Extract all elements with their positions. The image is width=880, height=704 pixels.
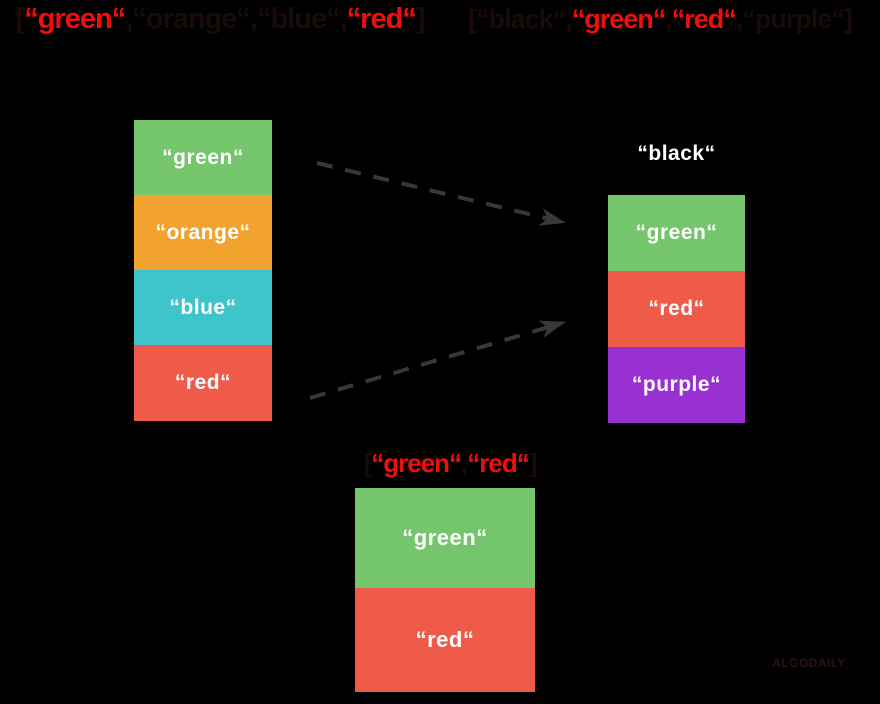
- expression-token: “orange“: [132, 2, 251, 35]
- source-array-b-expression: [“black“, “green“, “red“, “purple“]: [440, 0, 880, 38]
- expression-token: ]: [528, 447, 538, 478]
- cell-label: “red“: [415, 627, 475, 652]
- intersection-result-stack-item-red: “red“: [355, 588, 535, 692]
- cell-label: “purple“: [631, 373, 722, 396]
- expression-token: “green“: [371, 447, 462, 478]
- black-element-label: “black“: [637, 142, 716, 165]
- source-array-a-stack-item-green: “green“: [134, 120, 272, 195]
- expression-token: [: [15, 2, 26, 35]
- expression-token: ,: [339, 2, 348, 35]
- expression-token: ]: [843, 3, 853, 34]
- expression-token: “blue“: [256, 2, 341, 35]
- source-array-a-stack-item-orange: “orange“: [134, 195, 272, 270]
- intersection-result-expression: [“green“, “red“]: [280, 446, 620, 480]
- cell-label: “green“: [162, 145, 244, 169]
- expression-token: ,: [125, 2, 133, 35]
- intersection-result-stack: “green“ “red“: [355, 488, 535, 692]
- source-array-b-stack-item-purple: “purple“: [608, 347, 745, 423]
- expression-token: “black“: [476, 3, 566, 34]
- cell-label: “orange“: [155, 220, 251, 244]
- expression-token: ,: [249, 2, 258, 35]
- expression-token: “red“: [346, 2, 417, 35]
- expression-token: “red“: [671, 3, 737, 34]
- algodaily-watermark: ALGODAILY: [772, 656, 847, 670]
- cell-label: “green“: [635, 221, 718, 244]
- cell-label: “blue“: [169, 295, 237, 319]
- expression-token: “red“: [467, 447, 529, 478]
- expression-token: “purple“: [742, 3, 845, 34]
- expression-token: “green“: [571, 3, 667, 34]
- source-array-b-stack: “green“ “red“ “purple“: [608, 195, 745, 423]
- expression-token: ,: [665, 3, 672, 34]
- cell-label: “red“: [648, 297, 705, 320]
- arrow-red-match-icon: [309, 320, 566, 400]
- cell-label: “red“: [174, 371, 232, 394]
- source-array-b-stack-item-green: “green“: [608, 195, 745, 271]
- expression-token: “green“: [24, 2, 126, 35]
- source-array-a-stack-item-blue: “blue“: [134, 270, 272, 345]
- expression-token: [: [468, 3, 477, 34]
- expression-token: ,: [735, 3, 743, 34]
- expression-token: ]: [415, 2, 426, 35]
- source-array-b-stack-item-red: “red“: [608, 271, 745, 347]
- cell-label: “green“: [402, 525, 488, 550]
- expression-token: ,: [461, 447, 468, 478]
- expression-token: ,: [565, 3, 572, 34]
- intersection-result-stack-item-green: “green“: [355, 488, 535, 588]
- expression-token: [: [363, 447, 373, 478]
- source-array-a-stack-item-red: “red“: [134, 345, 272, 421]
- source-array-a-stack: “green“ “orange“ “blue“ “red“: [134, 120, 272, 421]
- source-array-a-expression: [“green“, “orange“, “blue“, “red“]: [0, 0, 440, 38]
- arrow-green-match-icon: [316, 161, 566, 226]
